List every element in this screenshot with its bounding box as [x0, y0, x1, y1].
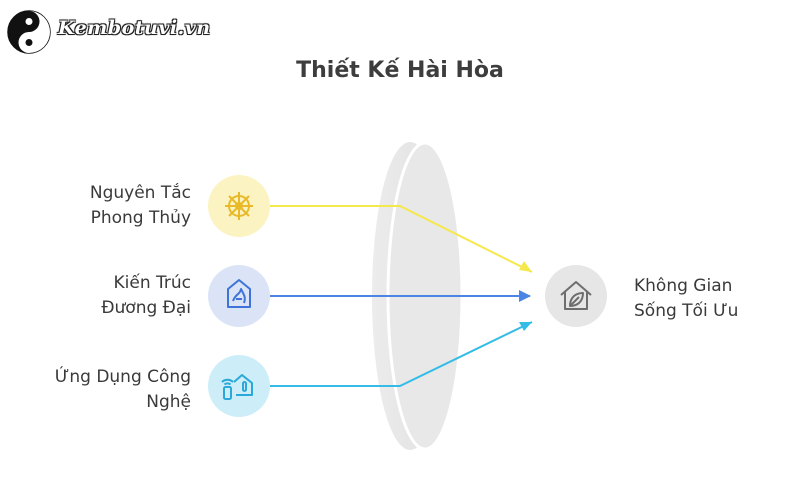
diagram-title: Thiết Kế Hài Hòa	[296, 58, 504, 83]
eco-house-icon	[560, 281, 592, 310]
arrow-architecture	[270, 290, 531, 302]
node-architecture	[208, 265, 270, 327]
arrow-technology	[270, 321, 533, 387]
node-feng-shui	[208, 175, 270, 237]
yin-yang-icon	[7, 10, 51, 54]
node-technology	[208, 355, 270, 417]
modern-architecture-icon	[227, 279, 251, 308]
smart-home-icon	[221, 374, 253, 400]
site-logo[interactable]: Kembotuvi.vn	[6, 5, 226, 59]
brand-name: Kembotuvi.vn	[58, 17, 211, 39]
node-output	[545, 265, 607, 327]
arrow-feng-shui	[270, 205, 533, 273]
dharma-wheel-icon	[225, 192, 253, 220]
